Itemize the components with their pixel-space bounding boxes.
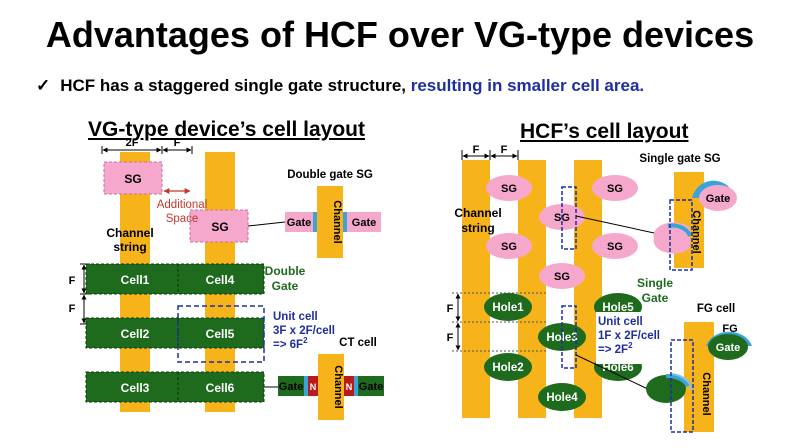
unit-cell-box-left bbox=[177, 305, 265, 363]
channel-vertical-label-2: Channel bbox=[332, 365, 344, 408]
cell-row-2 bbox=[85, 317, 265, 349]
hcf-pitch-f-label-2: F bbox=[447, 332, 454, 344]
hcf-sg-5 bbox=[592, 233, 638, 259]
hcf-sg-1 bbox=[486, 175, 532, 201]
single-gate-sg-gate bbox=[699, 185, 737, 211]
hcf-sg-label-6: SG bbox=[554, 271, 570, 283]
right-heading: HCF’s cell layout bbox=[520, 120, 689, 143]
cell1-label: Cell1 bbox=[121, 273, 150, 287]
hcf-sg-2 bbox=[592, 175, 638, 201]
pitch-f-label-2: F bbox=[69, 303, 76, 315]
unit-cell-label-left-3: => 6F2 bbox=[273, 336, 308, 351]
channel-vertical-label-1: Channel bbox=[331, 200, 343, 243]
sg-label-1: SG bbox=[124, 172, 141, 186]
hcf-unit-cell-label-2: 1F x 2F/cell bbox=[598, 330, 660, 342]
hcf-dim-f-label-2: F bbox=[501, 144, 508, 156]
hcf-dim-f-label-1: F bbox=[473, 144, 480, 156]
single-gate-label-1: Single bbox=[637, 276, 673, 290]
sg-label-2: SG bbox=[211, 220, 228, 234]
ct-cell-title: CT cell bbox=[339, 337, 377, 349]
dim-2f-label: 2F bbox=[126, 137, 139, 149]
hcf-sg-4 bbox=[486, 233, 532, 259]
additional-space-label-1: Additional bbox=[157, 199, 208, 211]
channel-string-label-1: Channel bbox=[106, 226, 153, 240]
checkmark-icon: ✓ bbox=[36, 76, 51, 95]
n-label-right: N bbox=[346, 382, 353, 392]
gate-right-box bbox=[347, 212, 381, 232]
gate-left-label: Gate bbox=[287, 217, 311, 229]
hole2 bbox=[484, 353, 532, 381]
bullet-line: ✓ HCF has a staggered single gate structu… bbox=[36, 76, 644, 96]
additional-space-label-2: Space bbox=[166, 213, 199, 225]
sg-box-2 bbox=[189, 209, 249, 243]
single-gate-gate-label: Gate bbox=[706, 193, 730, 205]
hcf-sg-unit-box bbox=[561, 186, 577, 250]
cell3-label: Cell3 bbox=[121, 381, 150, 395]
hcf-unit-cell-label-1: Unit cell bbox=[598, 316, 643, 328]
slide-title: Advantages of HCF over VG-type devices bbox=[45, 14, 755, 55]
hcf-layout: F F SG SG SG SG SG SG Channel string Sin… bbox=[447, 144, 752, 433]
left-heading: VG-type device’s cell layout bbox=[88, 118, 365, 141]
cell-row-3 bbox=[85, 371, 265, 403]
hcf-channel-1 bbox=[462, 160, 490, 418]
ct-gate-right-box bbox=[358, 376, 384, 396]
hcf-sg-label-5: SG bbox=[607, 241, 623, 253]
fg-gate bbox=[708, 334, 748, 360]
cell5-label: Cell5 bbox=[206, 327, 235, 341]
hcf-sg-label-2: SG bbox=[607, 183, 623, 195]
gate-right-label: Gate bbox=[352, 217, 376, 229]
double-gate-label-2: Gate bbox=[272, 279, 299, 293]
fg-unit-box bbox=[670, 339, 694, 433]
cell-row-1 bbox=[85, 263, 265, 295]
hcf-sg-label-1: SG bbox=[501, 183, 517, 195]
hcf-channel-string-label-2: string bbox=[461, 221, 494, 235]
bullet-text: HCF has a staggered single gate structur… bbox=[60, 76, 411, 95]
fg-gate-label: Gate bbox=[716, 342, 740, 354]
double-gate-sg-title: Double gate SG bbox=[287, 169, 373, 181]
ct-channel bbox=[318, 354, 344, 420]
unit-cell-label-left-2: 3F x 2F/cell bbox=[273, 325, 335, 337]
single-gate-channel-label: Channel bbox=[690, 210, 702, 253]
double-gate-label-1: Double bbox=[265, 264, 306, 278]
hcf-unit-cell-label-3: => 2F2 bbox=[598, 341, 633, 356]
pitch-f-label-1: F bbox=[69, 275, 76, 287]
single-gate-label-2: Gate bbox=[642, 291, 669, 305]
hcf-channel-string-label-1: Channel bbox=[454, 206, 501, 220]
fg-cell-title: FG cell bbox=[697, 303, 735, 315]
hole4-label: Hole4 bbox=[546, 392, 578, 404]
n-label-left: N bbox=[310, 382, 317, 392]
single-gate-unit-box bbox=[669, 199, 693, 271]
unit-cell-label-left-1: Unit cell bbox=[273, 311, 318, 323]
ct-gate-right-label: Gate bbox=[359, 381, 383, 393]
fg-channel-label: Channel bbox=[700, 372, 712, 415]
cell6-label: Cell6 bbox=[206, 381, 235, 395]
sg-box-1 bbox=[103, 161, 163, 195]
cell2-label: Cell2 bbox=[121, 327, 150, 341]
cell4-label: Cell4 bbox=[206, 273, 235, 287]
ct-gate-left-box bbox=[278, 376, 304, 396]
gate-left-box bbox=[285, 212, 313, 232]
fg-label: FG bbox=[722, 323, 737, 335]
hole1-label: Hole1 bbox=[492, 302, 524, 314]
hcf-sg-label-4: SG bbox=[501, 241, 517, 253]
hcf-unit-cell-box bbox=[561, 305, 577, 369]
hole5-label: Hole5 bbox=[602, 302, 634, 314]
ct-gate-left-label: Gate bbox=[279, 381, 303, 393]
hcf-pitch-f-label-1: F bbox=[447, 303, 454, 315]
hole2-label: Hole2 bbox=[492, 362, 523, 374]
hole1 bbox=[484, 293, 532, 321]
vg-layout: 2F F SG SG Additional Space Channel stri… bbox=[69, 137, 384, 420]
single-gate-sg-title: Single gate SG bbox=[639, 153, 720, 165]
hole4 bbox=[538, 383, 586, 411]
double-gate-channel bbox=[317, 186, 343, 258]
hcf-channel-2 bbox=[518, 160, 546, 418]
fg-hole bbox=[646, 375, 686, 403]
hcf-sg-6 bbox=[539, 263, 585, 289]
channel-string-label-2: string bbox=[113, 240, 146, 254]
dim-f-label: F bbox=[174, 137, 181, 149]
bullet-highlight: resulting in smaller cell area. bbox=[410, 76, 645, 95]
hcf-channel-3 bbox=[574, 160, 602, 418]
